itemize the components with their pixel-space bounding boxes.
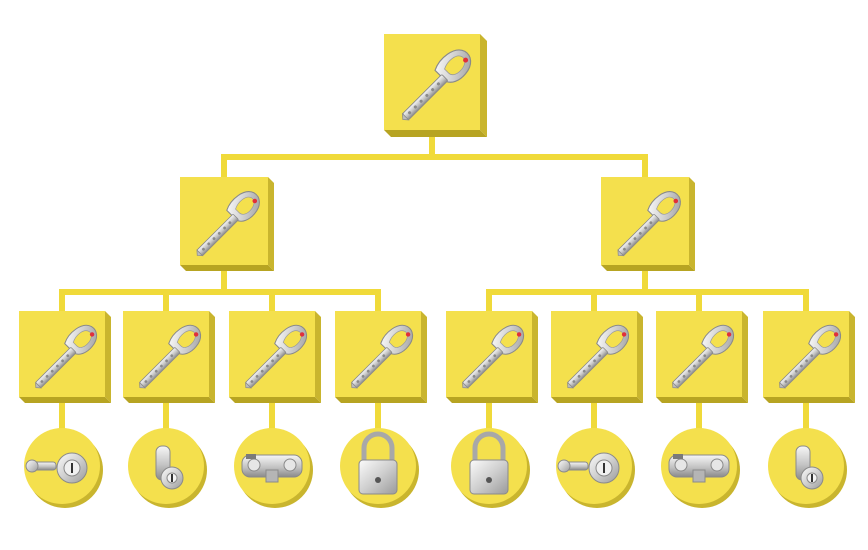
node-layer [19, 34, 855, 508]
key-box [763, 311, 849, 397]
cylinder-with-key-icon [25, 452, 88, 484]
connector-lock-drop [803, 394, 809, 431]
cylinder-with-key-icon [557, 452, 620, 484]
connector-group-stem [642, 262, 648, 295]
connector-leaf-drop [696, 289, 702, 314]
key-box [384, 34, 480, 130]
connector-group-drop [221, 154, 227, 180]
connector-root-bus [221, 154, 648, 160]
connector-root-stem [429, 127, 435, 160]
key-icon [567, 324, 630, 389]
lock-1-1 [24, 428, 103, 508]
lock-1-4 [340, 428, 419, 508]
individual-key-2-2 [551, 311, 643, 403]
padlock-icon [469, 431, 509, 495]
lock-1-3 [234, 428, 313, 508]
individual-key-1-3 [229, 311, 321, 403]
cam-lock-icon [155, 445, 184, 490]
group-master-key-2 [601, 177, 695, 271]
key-icon [351, 324, 414, 389]
connector-leaf-drop [803, 289, 809, 314]
key-box [19, 311, 105, 397]
cam-lock-icon [795, 445, 824, 490]
key-box [601, 177, 689, 265]
key-box [180, 177, 268, 265]
key-icon [245, 324, 308, 389]
key-icon [779, 324, 842, 389]
individual-key-2-1 [446, 311, 538, 403]
key-icon [462, 324, 525, 389]
root-master-key [384, 34, 487, 137]
connector-leaf-drop [486, 289, 492, 314]
connector-leaf-drop [591, 289, 597, 314]
group-master-key-1 [180, 177, 274, 271]
connector-leaf-drop [269, 289, 275, 314]
padlock-icon [358, 431, 398, 495]
lock-2-3 [661, 428, 740, 508]
key-icon [35, 324, 98, 389]
key-box [229, 311, 315, 397]
key-box [446, 311, 532, 397]
key-box [335, 311, 421, 397]
lock-2-1 [451, 428, 530, 508]
connector-lock-drop [486, 394, 492, 431]
lock-2-4 [768, 428, 847, 508]
connector-lines [59, 127, 809, 431]
individual-key-1-4 [335, 311, 427, 403]
individual-key-2-3 [656, 311, 748, 403]
key-box [551, 311, 637, 397]
connector-lock-drop [269, 394, 275, 431]
key-icon [139, 324, 202, 389]
connector-leaf-drop [375, 289, 381, 314]
euro-cylinder-icon [241, 454, 303, 483]
connector-lock-drop [591, 394, 597, 431]
euro-cylinder-icon [668, 454, 730, 483]
connector-group-stem [221, 262, 227, 295]
connector-lock-drop [163, 394, 169, 431]
individual-key-1-1 [19, 311, 111, 403]
lock-1-2 [128, 428, 207, 508]
key-icon [402, 49, 472, 121]
connector-leaf-drop [163, 289, 169, 314]
connector-leaf-drop [59, 289, 65, 314]
connector-group-drop [642, 154, 648, 180]
key-icon [617, 191, 681, 257]
connector-lock-drop [59, 394, 65, 431]
key-box [656, 311, 742, 397]
connector-lock-drop [375, 394, 381, 431]
connector-lock-drop [696, 394, 702, 431]
individual-key-2-4 [763, 311, 855, 403]
lock-2-2 [556, 428, 635, 508]
key-icon [672, 324, 735, 389]
individual-key-1-2 [123, 311, 215, 403]
key-icon [196, 191, 260, 257]
key-box [123, 311, 209, 397]
connector-leaf-bus [486, 289, 809, 295]
connector-leaf-bus [59, 289, 381, 295]
